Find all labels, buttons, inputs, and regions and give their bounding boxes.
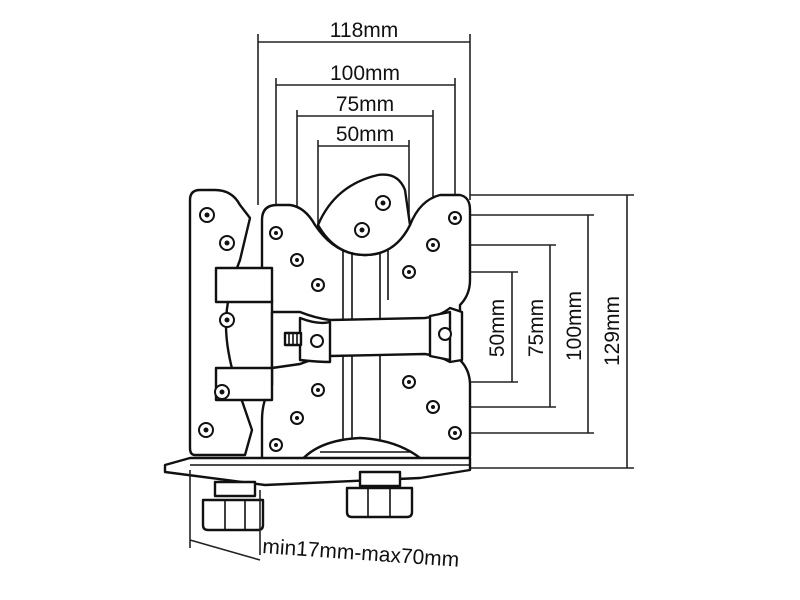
dim-side-129mm-label: 129mm — [601, 296, 624, 366]
clamp-knob-right — [345, 470, 414, 519]
front-plate-holes — [269, 195, 462, 452]
upper-arch-plate — [316, 173, 412, 257]
lower-crossbar — [214, 366, 274, 402]
back-plate-holes — [198, 207, 235, 438]
upper-crossbar — [214, 266, 274, 304]
clamp-screw — [283, 331, 303, 347]
clamp-bolt-right — [438, 327, 452, 341]
clamp-knob-left — [201, 480, 265, 532]
lower-arch — [298, 436, 427, 464]
top-dimension-lines — [257, 34, 471, 280]
dim-side-75mm-label: 75mm — [525, 299, 548, 357]
clamp-range-dimension — [189, 470, 261, 561]
dim-side-50mm-label: 50mm — [486, 299, 509, 357]
dim-100mm-label: 100mm — [330, 62, 400, 85]
clamp-range-label: min17mm-max70mm — [262, 535, 460, 572]
dim-50mm-label: 50mm — [336, 123, 394, 146]
dim-75mm-label: 75mm — [336, 93, 394, 116]
dim-118mm-label: 118mm — [330, 19, 398, 42]
base-shelf — [163, 456, 472, 487]
side-dimension-lines — [415, 194, 634, 469]
dim-side-100mm-label: 100mm — [563, 291, 586, 361]
clamp-bolt-left — [310, 334, 324, 348]
